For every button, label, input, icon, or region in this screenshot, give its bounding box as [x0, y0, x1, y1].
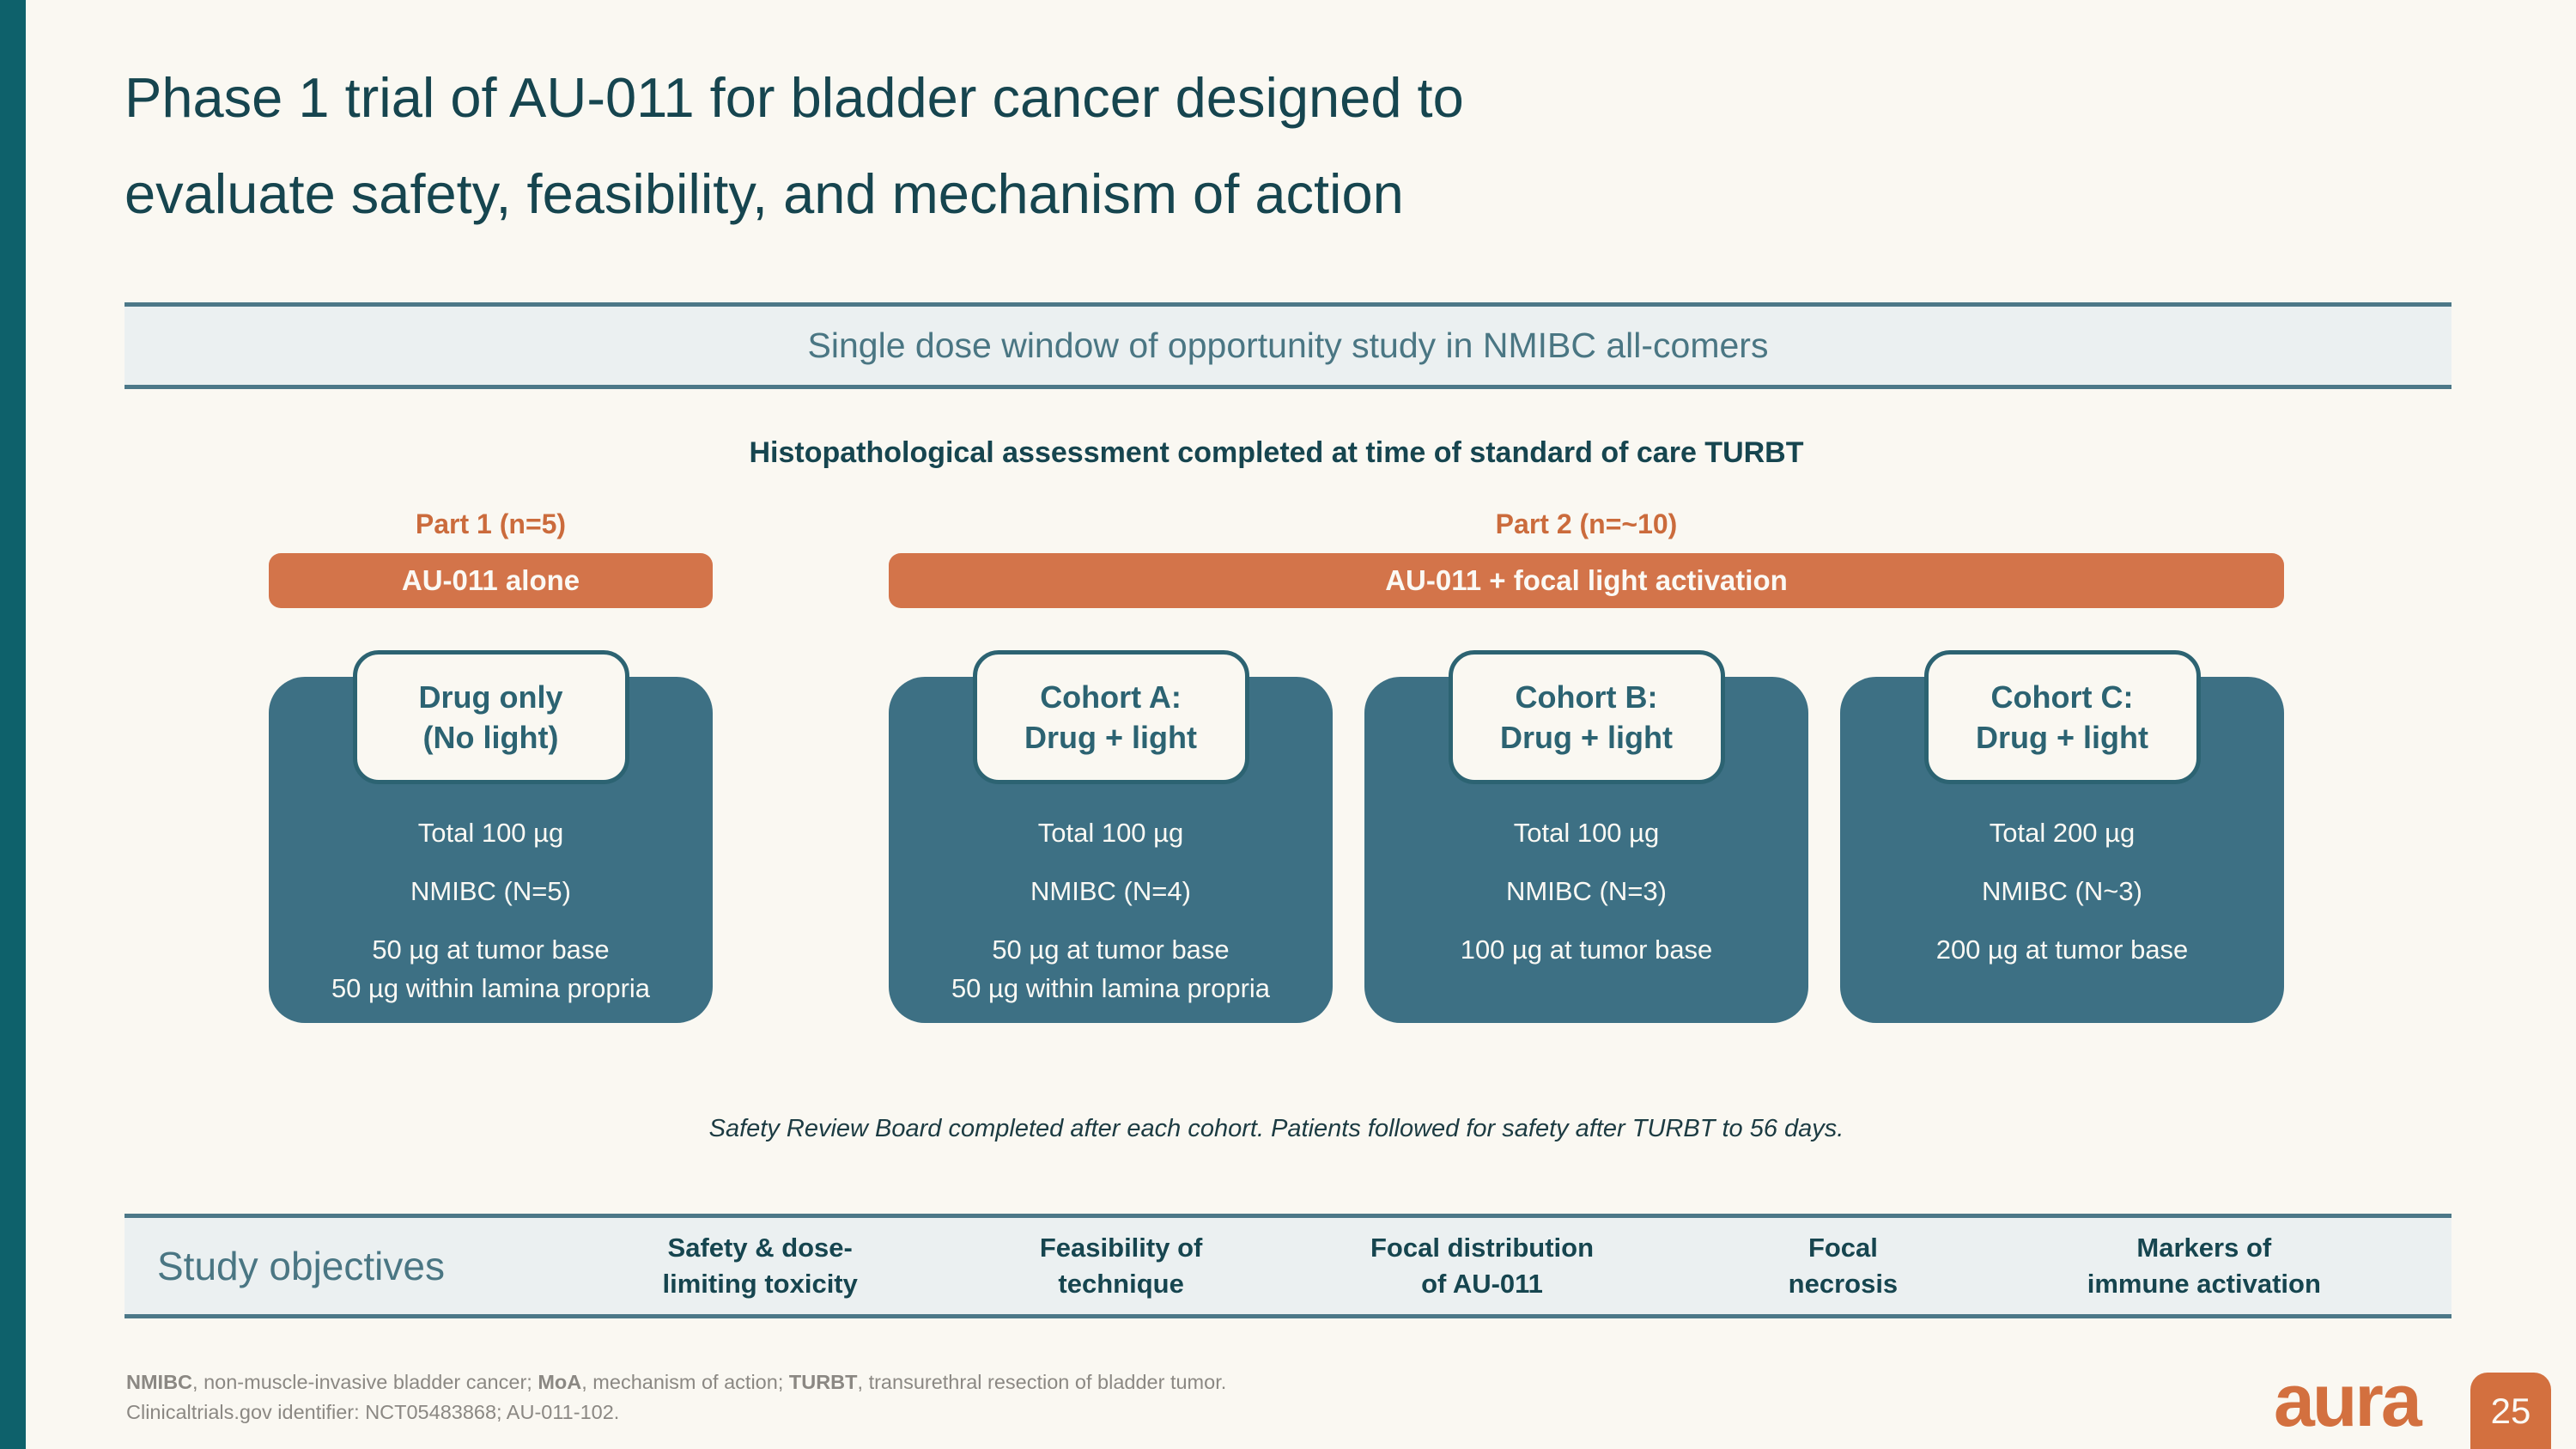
footnote-text: , non-muscle-invasive bladder cancer;	[192, 1371, 538, 1393]
cohort-total-dose: Total 100 µg	[1513, 818, 1660, 848]
cohort-dose-detail: 50 µg at tumor base 50 µg within lamina …	[889, 930, 1333, 1008]
objective-line1: Feasibility of	[1039, 1233, 1203, 1263]
study-objectives-label: Study objectives	[157, 1244, 445, 1288]
cohort-card-header: Cohort C: Drug + light	[1923, 650, 2201, 784]
cohort-header-line1: Drug only	[418, 679, 563, 715]
cohort-header-line1: Cohort B:	[1515, 679, 1658, 715]
cohort-dose-line1: 200 µg at tumor base	[1935, 935, 2189, 965]
study-objectives-items: Safety & dose- limiting toxicity Feasibi…	[580, 1230, 2385, 1302]
subtitle-banner-text: Single dose window of opportunity study …	[807, 326, 1769, 365]
objective-focal-distribution: Focal distribution of AU-011	[1302, 1230, 1662, 1302]
objective-line1: Focal	[1807, 1233, 1878, 1263]
page-title-line2: evaluate safety, feasibility, and mechan…	[125, 162, 1404, 225]
cohort-dose-line2: 50 µg within lamina propria	[331, 973, 651, 1003]
cohort-total-dose: Total 100 µg	[1037, 818, 1184, 848]
part1-treatment-bar: AU-011 alone	[269, 553, 713, 608]
cohort-card-a: Cohort A: Drug + light Total 100 µg NMIB…	[889, 650, 1333, 1023]
study-objectives-bar: Study objectives Safety & dose- limiting…	[125, 1214, 2451, 1318]
cohort-dose-detail: 100 µg at tumor base	[1364, 930, 1808, 969]
aura-logo: aura	[2274, 1360, 2422, 1442]
objective-line2: technique	[1058, 1269, 1184, 1299]
footnote-abbrev-turbt: TURBT	[788, 1371, 858, 1393]
objective-feasibility: Feasibility of technique	[940, 1230, 1301, 1302]
cohort-header-line2: Drug + light	[1976, 720, 2148, 755]
cohort-card-body: Total 100 µg NMIBC (N=4) 50 µg at tumor …	[889, 790, 1333, 1008]
part1-label: Part 1 (n=5)	[415, 508, 567, 539]
cohort-dose-line1: 50 µg at tumor base	[992, 935, 1230, 965]
footnote-text: , mechanism of action;	[581, 1371, 789, 1393]
cohort-card-header: Cohort B: Drug + light	[1448, 650, 1725, 784]
cohort-card-body: Total 200 µg NMIBC (N~3) 200 µg at tumor…	[1840, 790, 2284, 969]
page-number: 25	[2490, 1390, 2531, 1431]
objective-line2: immune activation	[2087, 1269, 2321, 1299]
cohort-header-line1: Cohort A:	[1040, 679, 1182, 715]
cohort-card-body: Total 100 µg NMIBC (N=5) 50 µg at tumor …	[269, 790, 713, 1008]
cohort-population: NMIBC (N=3)	[1506, 876, 1667, 906]
cohort-population: NMIBC (N=5)	[410, 876, 571, 906]
footnote-abbrev-nmibc: NMIBC	[126, 1371, 193, 1393]
cohort-card-header: Drug only (No light)	[352, 650, 629, 784]
left-accent-bar	[0, 0, 26, 1449]
footnote-abbreviations: NMIBC, non-muscle-invasive bladder cance…	[126, 1367, 1226, 1397]
part2-label: Part 2 (n=~10)	[1495, 508, 1678, 539]
objective-line1: Focal distribution	[1370, 1233, 1595, 1263]
objective-safety: Safety & dose- limiting toxicity	[580, 1230, 940, 1302]
cohort-card-b: Cohort B: Drug + light Total 100 µg NMIB…	[1364, 650, 1808, 1023]
objective-line2: necrosis	[1788, 1269, 1899, 1299]
objective-focal-necrosis: Focal necrosis	[1662, 1230, 2023, 1302]
cohort-card-drug-only: Drug only (No light) Total 100 µg NMIBC …	[269, 650, 713, 1023]
cohort-header-line2: Drug + light	[1024, 720, 1197, 755]
objective-immune-markers: Markers of immune activation	[2024, 1230, 2385, 1302]
cohort-card-body: Total 100 µg NMIBC (N=3) 100 µg at tumor…	[1364, 790, 1808, 969]
page-title-line1: Phase 1 trial of AU-011 for bladder canc…	[125, 66, 1464, 129]
diagram-heading: Histopathological assessment completed a…	[749, 436, 1804, 469]
cohort-header-line2: (No light)	[422, 720, 559, 755]
cohort-card-c: Cohort C: Drug + light Total 200 µg NMIB…	[1840, 650, 2284, 1023]
cohort-header-line2: Drug + light	[1500, 720, 1673, 755]
cohort-dose-line2: 50 µg within lamina propria	[951, 973, 1271, 1003]
page-title: Phase 1 trial of AU-011 for bladder canc…	[125, 50, 2323, 242]
cohort-card-header: Cohort A: Drug + light	[972, 650, 1249, 784]
objective-line1: Markers of	[2136, 1233, 2272, 1263]
part2-treatment-bar: AU-011 + focal light activation	[889, 553, 2284, 608]
cohort-total-dose: Total 100 µg	[417, 818, 564, 848]
footnote: NMIBC, non-muscle-invasive bladder cance…	[126, 1367, 1226, 1428]
cohort-dose-line1: 100 µg at tumor base	[1460, 935, 1713, 965]
cohort-dose-detail: 50 µg at tumor base 50 µg within lamina …	[269, 930, 713, 1008]
safety-review-note: Safety Review Board completed after each…	[708, 1115, 1844, 1142]
subtitle-banner: Single dose window of opportunity study …	[125, 302, 2451, 389]
footnote-identifier: Clinicaltrials.gov identifier: NCT054838…	[126, 1401, 620, 1423]
cohort-dose-detail: 200 µg at tumor base	[1840, 930, 2284, 969]
objective-line2: of AU-011	[1421, 1269, 1543, 1299]
cohort-dose-line1: 50 µg at tumor base	[372, 935, 610, 965]
cohort-population: NMIBC (N~3)	[1982, 876, 2142, 906]
cohort-header-line1: Cohort C:	[1990, 679, 2134, 715]
footnote-text: , transurethral resection of bladder tum…	[857, 1371, 1227, 1393]
objective-line2: limiting toxicity	[662, 1269, 858, 1299]
objective-line1: Safety & dose-	[667, 1233, 853, 1263]
page-number-badge: 25	[2470, 1373, 2551, 1449]
footnote-abbrev-moa: MoA	[538, 1371, 582, 1393]
cohort-population: NMIBC (N=4)	[1030, 876, 1191, 906]
cohort-total-dose: Total 200 µg	[1989, 818, 2136, 848]
